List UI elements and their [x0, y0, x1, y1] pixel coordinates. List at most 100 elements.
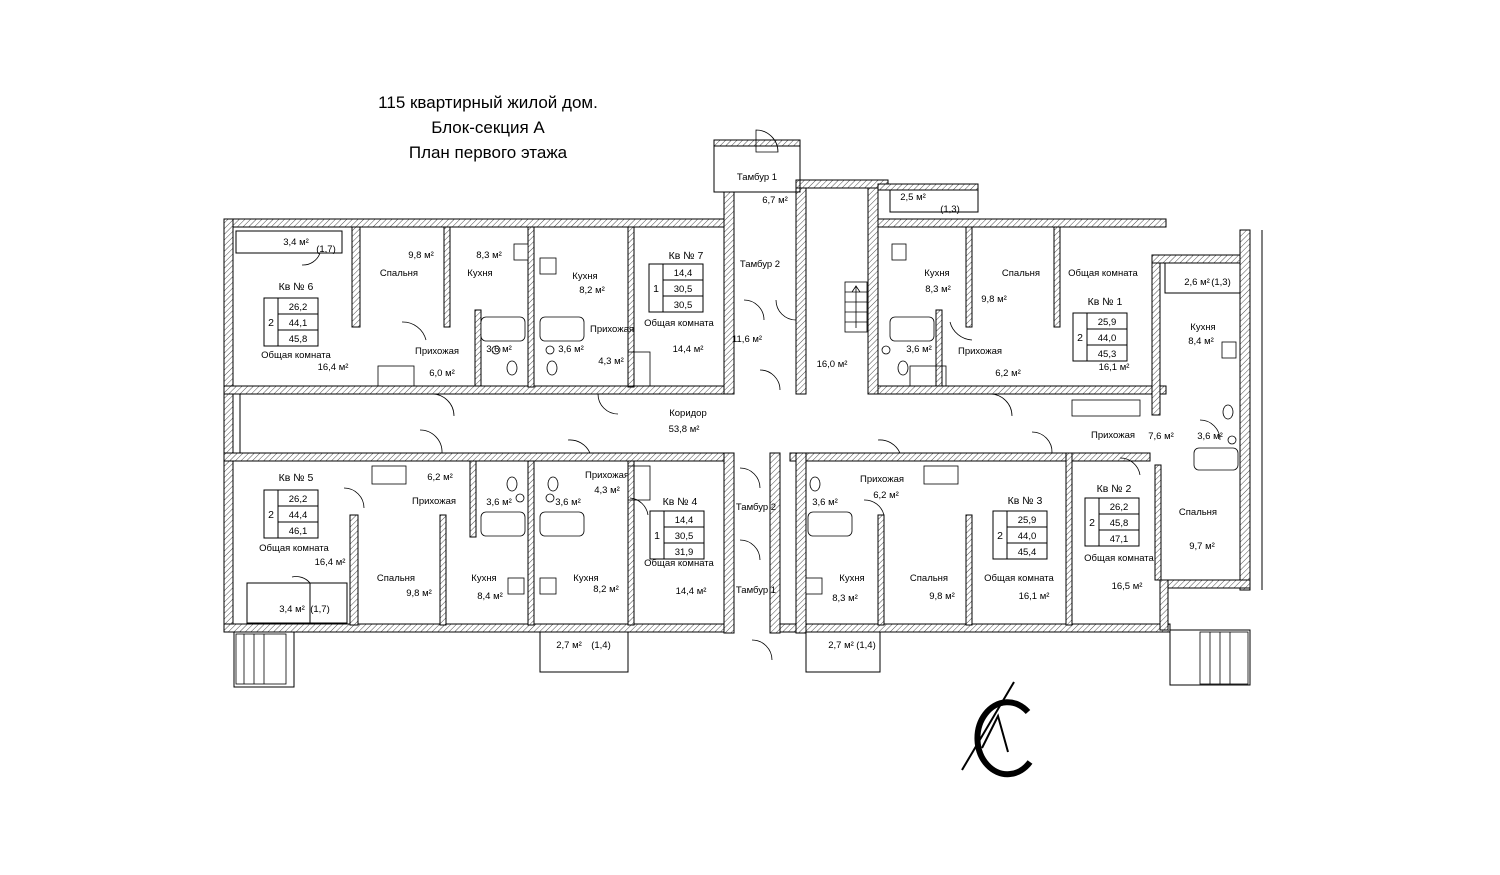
apartment-area-value: 47,1	[1110, 534, 1129, 545]
room-label-a1-bed-area: 9,8 м²	[981, 294, 1007, 305]
stove-icon	[891, 243, 907, 261]
apartment-table-frame	[263, 489, 319, 539]
apartment-area-value: 44,0	[1018, 531, 1037, 542]
apartment-title: Кв № 6	[279, 281, 314, 293]
room-label-a2-living-area: 16,5 м²	[1112, 581, 1143, 592]
toilet-icon	[897, 360, 909, 376]
room-label-a6-hall-area: 6,0 м²	[429, 368, 455, 379]
room-label-a2-balcony: 2,6 м²	[1184, 277, 1210, 288]
room-label-a3-hall-area: 6,2 м²	[873, 490, 899, 501]
apartment-rooms: 1	[654, 530, 660, 542]
apartment-area-value: 14,4	[674, 268, 693, 279]
sink-icon	[545, 345, 555, 355]
apartment-area-value: 30,5	[675, 531, 694, 542]
room-label-a5-living: Общая комната	[259, 543, 329, 554]
apartment-area-value: 26,2	[289, 302, 308, 313]
title-line-1: 115 квартирный жилой дом.	[378, 93, 598, 112]
room-label-a5-bed: Спальня	[377, 573, 415, 584]
room-label-tambur2-bot: Тамбур 2	[736, 502, 776, 513]
apartment-title: Кв № 1	[1088, 296, 1123, 308]
stove-icon	[513, 243, 529, 261]
apartment-title: Кв № 5	[279, 472, 314, 484]
room-label-a2-hall: Прихожая	[1091, 430, 1135, 441]
sink-icon	[545, 493, 555, 503]
apartment-area-value: 30,5	[674, 300, 693, 311]
title-line-2: Блок-секция А	[431, 118, 545, 137]
room-label-a7-bath: 3,6 м²	[558, 344, 584, 355]
apartment-area-value: 44,1	[289, 318, 308, 329]
room-label-a4-kitchen-area: 8,2 м²	[593, 584, 619, 595]
stairs	[235, 281, 1249, 685]
room-label-a4-living-area: 14,4 м²	[676, 586, 707, 597]
apartment-table-frame	[992, 510, 1048, 560]
apartment-area-value: 46,1	[289, 526, 308, 537]
apartment-rooms: 2	[268, 317, 274, 329]
room-label-a1-living-area: 16,1 м²	[1099, 362, 1130, 373]
room-label-a3-balcony: 2,7 м²	[828, 640, 854, 651]
sink-icon	[515, 493, 525, 503]
room-label-tambur1-top-area: 6,7 м²	[762, 195, 788, 206]
room-label-a1-bath: 3,6 м²	[906, 344, 932, 355]
room-label-a6-balcony: 3,4 м²	[283, 237, 309, 248]
room-label-a7-hall: Прихожая	[590, 324, 634, 335]
room-label-a1-balcony: 2,5 м²	[900, 192, 926, 203]
apartment-title: Кв № 7	[669, 250, 704, 262]
sink-icon	[491, 345, 501, 355]
stove-icon	[539, 257, 557, 275]
room-label-a3-bath: 3,6 м²	[812, 497, 838, 508]
apartment-area-value: 45,4	[1018, 547, 1037, 558]
apartment-area-value: 25,9	[1018, 515, 1037, 526]
bathtub-icon	[1193, 447, 1239, 471]
room-label-a1-balcony-k: (1,3)	[940, 204, 960, 215]
apartment-area-value: 45,8	[1110, 518, 1129, 529]
room-label-a5-living-area: 16,4 м²	[315, 557, 346, 568]
room-label-a2-living: Общая комната	[1084, 553, 1154, 564]
room-label-a2-balcony-k: (1,3)	[1211, 277, 1231, 288]
room-label-a1-hall-area: 6,2 м²	[995, 368, 1021, 379]
apartment-area-value: 14,4	[675, 515, 694, 526]
toilet-icon	[546, 360, 558, 376]
apartment-area-value: 26,2	[1110, 502, 1129, 513]
room-label-korridor: Коридор	[669, 408, 707, 419]
fixtures	[480, 243, 1239, 595]
apartment-table-frame	[648, 263, 704, 313]
room-label-a5-kitchen-area: 8,4 м²	[477, 591, 503, 602]
apartment-rooms: 2	[1077, 332, 1083, 344]
apartment-area-value: 45,3	[1098, 349, 1117, 360]
stove-icon	[1221, 341, 1237, 359]
bathtub-icon	[889, 316, 935, 342]
apartment-table-frame	[263, 297, 319, 347]
room-label-a2-kitchen-area: 8,4 м²	[1188, 336, 1214, 347]
bathtub-icon	[539, 511, 585, 537]
room-label-a4-hall-area: 4,3 м²	[594, 485, 620, 496]
bathtub-icon	[480, 511, 526, 537]
toilet-icon	[1222, 404, 1234, 420]
stair-arrow-icon	[851, 285, 861, 328]
room-label-a5-kitchen: Кухня	[471, 573, 496, 584]
room-label-a2-kitchen: Кухня	[1190, 322, 1215, 333]
room-label-a7-kitchen: Кухня	[572, 271, 597, 282]
bathtub-icon	[807, 511, 853, 537]
sink-icon	[881, 345, 891, 355]
room-label-a6-bath: 3,6 м²	[486, 344, 512, 355]
room-label-a6-kitchen: Кухня	[467, 268, 492, 279]
room-label-a7-living: Общая комната	[644, 318, 714, 329]
room-label-a1-kitchen-area: 8,3 м²	[925, 284, 951, 295]
room-label-tambur1-top: Тамбур 1	[737, 172, 777, 183]
room-label-a6-kitchen-area: 8,3 м²	[476, 250, 502, 261]
room-label-a2-bed: Спальня	[1179, 507, 1217, 518]
toilet-icon	[809, 476, 821, 492]
sink-icon	[1227, 435, 1237, 445]
apartment-rooms: 1	[653, 283, 659, 295]
toilet-icon	[547, 476, 559, 492]
north-arrow-logo-icon	[961, 681, 1033, 778]
room-label-a7-living-area: 14,4 м²	[673, 344, 704, 355]
apartment-title: Кв № 3	[1008, 495, 1043, 507]
room-label-a7-hall-area: 4,3 м²	[598, 356, 624, 367]
